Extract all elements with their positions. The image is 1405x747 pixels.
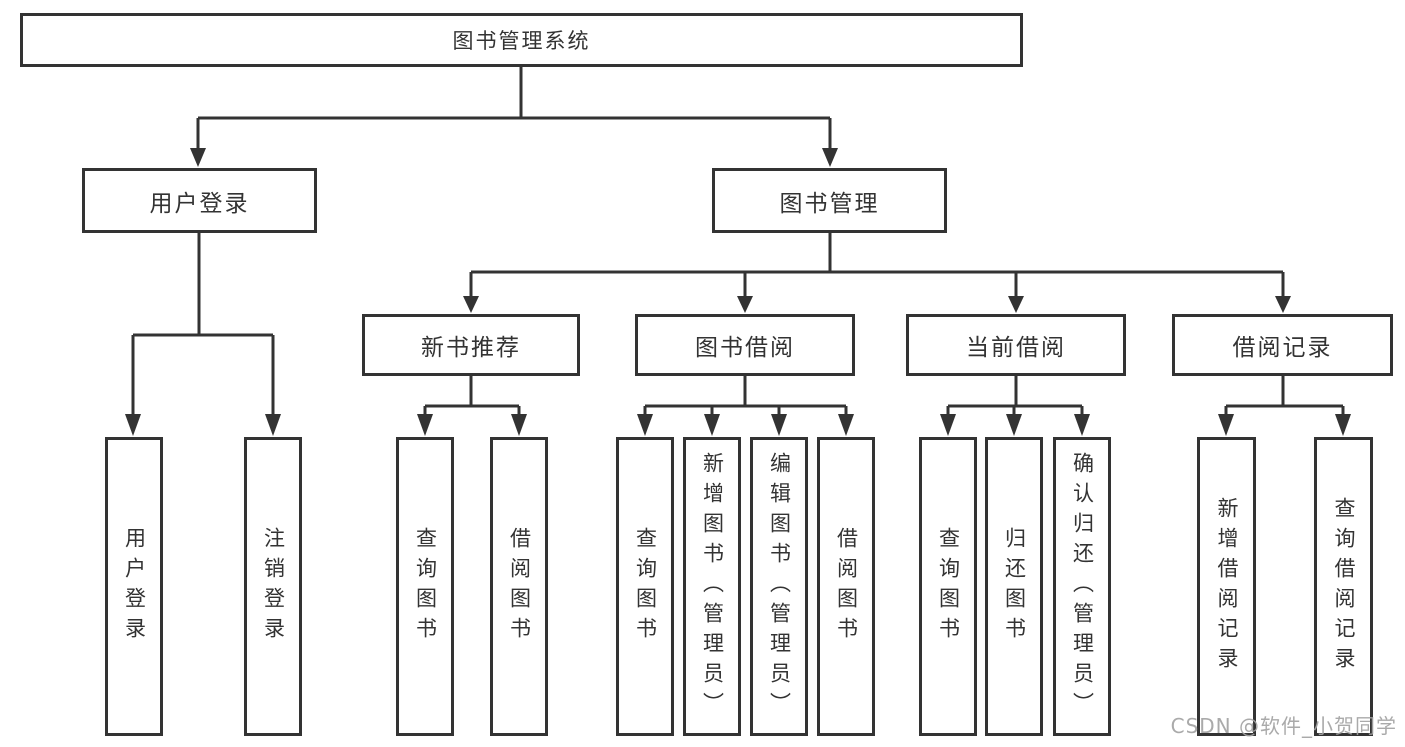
- node-label: 编辑图书（管理员）: [767, 451, 792, 722]
- node-label: 图书借阅: [695, 335, 795, 361]
- node-book-borrowing: 图书借阅: [635, 314, 855, 376]
- node-label: 用户登录: [149, 190, 250, 217]
- leaf-query-books-borrowing: 查询图书: [616, 437, 674, 736]
- node-label: 查询图书: [413, 526, 438, 647]
- node-label: 图书管理系统: [452, 29, 591, 53]
- leaf-query-books-current: 查询图书: [919, 437, 977, 736]
- leaf-logout: 注销登录: [244, 437, 302, 736]
- node-current-borrowing: 当前借阅: [906, 314, 1126, 376]
- node-borrowing-records: 借阅记录: [1172, 314, 1393, 376]
- leaf-borrow-books-recommend: 借阅图书: [490, 437, 548, 736]
- node-label: 图书管理: [779, 190, 880, 217]
- node-label: 确认归还（管理员）: [1070, 451, 1095, 722]
- watermark: CSDN @软件_小贺同学: [1170, 714, 1397, 738]
- leaf-query-borrow-record: 查询借阅记录: [1314, 437, 1373, 736]
- node-label: 借阅图书: [834, 526, 859, 647]
- node-user-login: 用户登录: [82, 168, 317, 233]
- node-label: 当前借阅: [966, 335, 1066, 361]
- leaf-return-books: 归还图书: [985, 437, 1043, 736]
- node-label: 查询借阅记录: [1332, 496, 1356, 677]
- node-book-management: 图书管理: [712, 168, 947, 233]
- node-label: 归还图书: [1002, 526, 1027, 647]
- node-label: 新增图书（管理员）: [700, 451, 725, 722]
- node-label: 查询图书: [633, 526, 658, 647]
- leaf-confirm-return-admin: 确认归还（管理员）: [1053, 437, 1111, 736]
- leaf-add-borrow-record: 新增借阅记录: [1197, 437, 1256, 736]
- node-label: 新增借阅记录: [1215, 496, 1239, 677]
- node-library-management-system: 图书管理系统: [20, 13, 1023, 67]
- node-label: 借阅图书: [507, 526, 532, 647]
- node-label: 注销登录: [261, 526, 286, 647]
- node-new-book-recommendation: 新书推荐: [362, 314, 580, 376]
- leaf-borrow-books-borrowing: 借阅图书: [817, 437, 875, 736]
- leaf-user-login: 用户登录: [105, 437, 163, 736]
- node-label: 查询图书: [936, 526, 961, 647]
- leaf-query-books-recommend: 查询图书: [396, 437, 454, 736]
- leaf-add-books-admin: 新增图书（管理员）: [683, 437, 741, 736]
- node-label: 借阅记录: [1232, 335, 1333, 361]
- node-label: 新书推荐: [421, 335, 521, 361]
- leaf-edit-books-admin: 编辑图书（管理员）: [750, 437, 808, 736]
- node-label: 用户登录: [122, 526, 147, 647]
